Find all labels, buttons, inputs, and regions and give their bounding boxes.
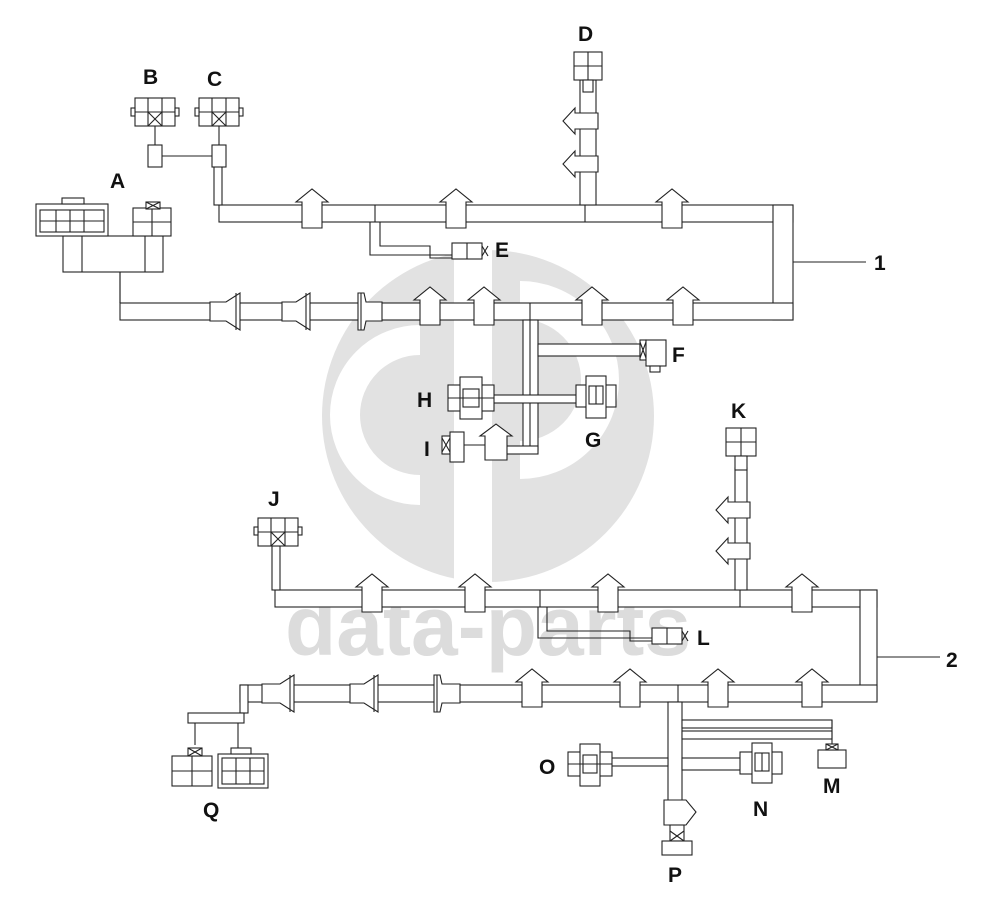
clip xyxy=(700,668,736,708)
clip xyxy=(438,188,474,229)
callout-2: 2 xyxy=(946,649,958,672)
clip xyxy=(412,286,448,326)
connector-c xyxy=(194,97,244,127)
connector-o xyxy=(567,743,613,787)
clip xyxy=(715,495,751,525)
connector-p xyxy=(661,824,693,856)
label-l: L xyxy=(697,627,710,650)
clip xyxy=(715,536,751,566)
harness-1-clips xyxy=(294,106,701,461)
clip xyxy=(562,149,599,179)
label-j: J xyxy=(268,488,280,511)
clip xyxy=(354,573,390,613)
label-p: P xyxy=(668,864,682,887)
harness-2-grommets xyxy=(261,673,461,714)
connector-q xyxy=(171,747,269,789)
harness-2-loop xyxy=(859,589,878,701)
callout-1: 1 xyxy=(874,252,886,275)
harness-2-lower-trunk xyxy=(239,684,878,703)
connector-e xyxy=(451,242,489,260)
clip xyxy=(590,573,626,613)
label-k: K xyxy=(731,400,746,423)
clip xyxy=(294,188,330,229)
connector-b xyxy=(130,97,180,127)
label-a: A xyxy=(110,170,125,193)
clip xyxy=(457,573,493,613)
label-m: M xyxy=(823,775,841,798)
label-n: N xyxy=(753,798,768,821)
label-h: H xyxy=(417,389,432,412)
connector-n xyxy=(739,742,783,784)
harness-2-clips xyxy=(354,495,830,826)
watermark-logo xyxy=(322,226,654,626)
connector-g xyxy=(575,375,617,419)
label-g: G xyxy=(585,429,601,452)
label-d: D xyxy=(578,23,593,46)
connector-j xyxy=(253,517,303,547)
clip xyxy=(654,188,690,229)
label-i: I xyxy=(424,438,430,461)
connector-f xyxy=(639,339,667,373)
connector-l xyxy=(651,627,689,645)
clip xyxy=(478,423,514,461)
label-q: Q xyxy=(203,799,219,822)
connector-k xyxy=(725,427,757,471)
connector-h xyxy=(447,376,495,420)
label-f: F xyxy=(672,344,685,367)
label-o: O xyxy=(539,756,555,779)
connector-m xyxy=(817,743,847,769)
clip xyxy=(784,573,820,613)
clip xyxy=(794,668,830,708)
clip xyxy=(466,286,502,326)
clip xyxy=(612,668,648,708)
connector-a xyxy=(35,197,172,237)
clip xyxy=(665,286,701,326)
connector-d xyxy=(573,51,603,93)
harness-1-grommets xyxy=(209,291,383,332)
label-b: B xyxy=(143,66,158,89)
label-e: E xyxy=(495,239,509,262)
clip xyxy=(562,106,599,136)
clip xyxy=(663,799,697,826)
clip xyxy=(514,668,550,708)
clip xyxy=(574,286,610,326)
connector-i xyxy=(441,431,485,463)
label-c: C xyxy=(207,68,222,91)
